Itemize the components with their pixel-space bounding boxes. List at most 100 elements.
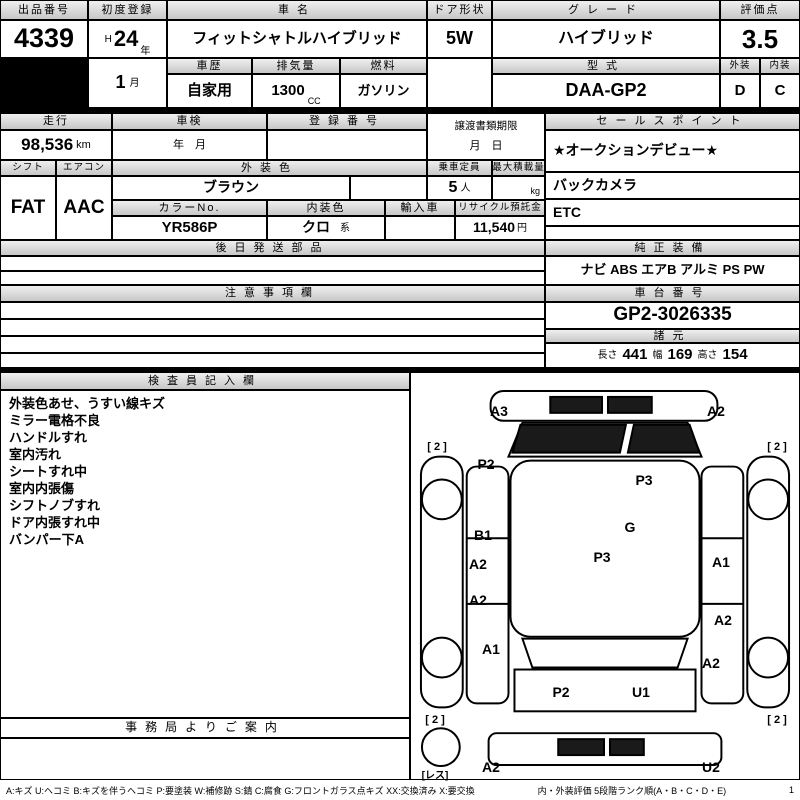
width-value: 169 xyxy=(667,346,693,364)
damage-mark-a3-front-left: A3 xyxy=(490,403,508,419)
page-number: 1 xyxy=(788,785,794,795)
car-name-label: 車名 xyxy=(167,0,427,20)
chassis-value: GP2-3026335 xyxy=(545,302,800,329)
damage-mark-u2-rear-bumper: U2 xyxy=(702,759,720,775)
inspector-note-line: バンパー下A xyxy=(9,532,85,547)
damage-mark-a2-left-door-2: A2 xyxy=(469,592,487,608)
dimensions-value: 長さ 441 幅 169 高さ 154 xyxy=(545,343,800,368)
ext-color-value: ブラウン xyxy=(112,176,350,200)
damage-mark-p2-tailgate: P2 xyxy=(552,684,570,700)
era-label: H xyxy=(104,33,112,45)
shift-value: FAT xyxy=(0,176,56,240)
dimensions-label: 諸元 xyxy=(545,329,800,343)
first-reg-value: H 24 年 xyxy=(88,20,167,58)
sales-point-2: バックカメラ xyxy=(545,172,800,199)
height-label: 高さ xyxy=(697,350,718,361)
transfer-deadline-value: 月 日 xyxy=(469,139,503,152)
first-reg-year-unit: 年 xyxy=(140,46,151,57)
black-box xyxy=(0,58,88,108)
exterior-grade: D xyxy=(720,74,760,108)
caution-row-1 xyxy=(0,302,545,319)
length-value: 441 xyxy=(622,346,648,364)
inspector-note-line: ミラー電格不良 xyxy=(9,413,101,428)
tire-mark-rear-left: [ 2 ] xyxy=(425,714,445,726)
capacity-unit: 人 xyxy=(460,182,471,194)
inspector-note-line: 外装色あせ、うすい線キズ xyxy=(9,396,166,411)
int-color-label: 内装色 xyxy=(267,200,385,216)
damage-mark-p3-roof: P3 xyxy=(593,549,611,565)
sales-point-3: ETC xyxy=(545,199,800,226)
aircon-value: AAC xyxy=(56,176,112,240)
damage-mark-p3-windshield: P3 xyxy=(635,472,653,488)
inspector-note-line: ハンドルすれ xyxy=(9,430,88,445)
inspector-note-line: シートすれ中 xyxy=(9,464,88,479)
mileage-unit: km xyxy=(76,138,91,151)
aircon-label: エアコン xyxy=(56,160,112,176)
fuel-label: 燃料 xyxy=(340,58,427,74)
legend-rank-note: 内・外装評価 5段階ランク順(A・B・C・D・E) xyxy=(537,785,727,796)
transfer-deadline-cell: 譲渡書類期限 月 日 xyxy=(427,113,545,160)
tire-mark-front-left: [ 2 ] xyxy=(427,441,447,453)
inspector-note-line: 室内汚れ xyxy=(9,447,62,462)
chassis-label: 車台番号 xyxy=(545,285,800,302)
legend-codes: A:キズ U:ヘコミ B:キズを伴うヘコミ P:要塗装 W:補修跡 S:錆 C:… xyxy=(6,785,475,796)
damage-mark-a2-rear-bumper: A2 xyxy=(482,759,500,775)
inspector-note-line: 室内内張傷 xyxy=(9,481,75,496)
damage-mark-g-glass: G xyxy=(624,519,636,535)
grade-label: グレード xyxy=(492,0,720,20)
interior-label: 内装 xyxy=(760,58,800,74)
model-label: 型式 xyxy=(492,58,720,74)
height-value: 154 xyxy=(722,346,748,364)
auction-no: 4339 xyxy=(0,20,88,58)
damage-mark-a1-right-door: A1 xyxy=(712,554,730,570)
later-parts-label: 後日発送部品 xyxy=(0,240,545,256)
tire-mark-rear-right: [ 2 ] xyxy=(767,714,787,726)
damage-mark-a2-right-quarter: A2 xyxy=(702,655,720,671)
regno-value xyxy=(267,130,427,160)
damage-mark-u1-tailgate: U1 xyxy=(632,684,650,700)
history-value: 自家用 xyxy=(167,74,252,108)
inspector-label: 検査員記入欄 xyxy=(0,372,410,390)
first-reg-month-cell: 1 月 xyxy=(88,58,167,108)
office-blank xyxy=(0,738,410,780)
recycle-label: リサイクル預託金 xyxy=(455,200,545,216)
model-value: DAA-GP2 xyxy=(492,74,720,108)
displacement-label: 排気量 xyxy=(252,58,340,74)
separator-1 xyxy=(0,108,800,113)
shaken-label: 車検 xyxy=(112,113,267,130)
length-label: 長さ xyxy=(597,350,618,361)
damage-mark-a2-right-rear: A2 xyxy=(714,612,732,628)
capacity-label: 乗車定員 xyxy=(427,160,492,176)
damage-mark-p2-left-fender: P2 xyxy=(477,456,495,472)
car-name: フィットシャトルハイブリッド xyxy=(167,20,427,58)
car-outline xyxy=(419,389,791,768)
caution-row-2 xyxy=(0,319,545,336)
first-reg-month-unit: 月 xyxy=(129,77,140,89)
width-label: 幅 xyxy=(652,350,663,361)
exterior-label: 外装 xyxy=(720,58,760,74)
shaken-value: 年 月 xyxy=(112,130,267,160)
import-value xyxy=(385,216,455,240)
caution-label: 注意事項欄 xyxy=(0,285,545,302)
spare-tire-less-mark: [レス] xyxy=(421,770,449,782)
caution-row-4 xyxy=(0,353,545,368)
inspector-notes: 外装色あせ、うすい線キズ ミラー電格不良 ハンドルすれ 室内汚れ シートすれ中 … xyxy=(0,390,410,718)
displacement-value: 1300 CC xyxy=(252,74,340,108)
sales-point-1: ★オークションデビュー★ xyxy=(545,130,800,172)
first-reg-month: 1 xyxy=(115,72,126,93)
mileage-value: 98,536 km xyxy=(0,130,112,160)
first-reg-year: 24 xyxy=(113,25,139,51)
sales-points-label: セールスポイント xyxy=(545,113,800,130)
displacement-unit: CC xyxy=(307,96,321,107)
damage-mark-a1-left-quarter: A1 xyxy=(482,641,500,657)
office-label: 事務局よりご案内 xyxy=(0,718,410,738)
recycle-unit: 円 xyxy=(517,222,528,234)
color-no-value: YR586P xyxy=(112,216,267,240)
recycle-amount: 11,540 xyxy=(472,219,516,236)
color-no-label: カラーNo. xyxy=(112,200,267,216)
separator-2 xyxy=(0,368,800,372)
interior-grade: C xyxy=(760,74,800,108)
import-label: 輸入車 xyxy=(385,200,455,216)
shift-label: シフト xyxy=(0,160,56,176)
